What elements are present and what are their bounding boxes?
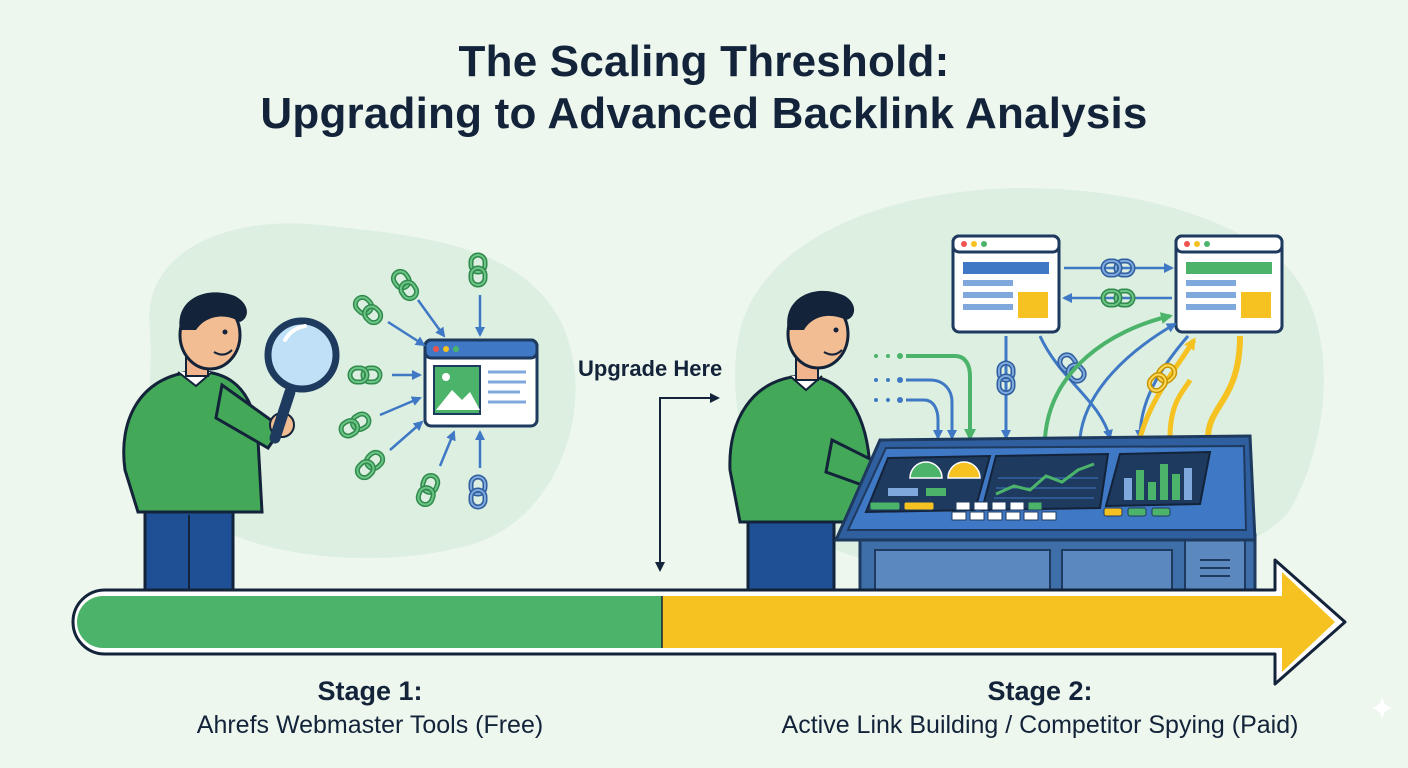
progress-timeline — [71, 558, 1347, 686]
person-operator — [728, 290, 942, 594]
title-line-1: The Scaling Threshold: — [458, 37, 950, 86]
upgrade-indicator — [655, 393, 720, 572]
bar-chart-icon — [1124, 464, 1192, 500]
title-line-2: Upgrading to Advanced Backlink Analysis — [260, 89, 1148, 138]
person-analyst — [122, 292, 295, 594]
stage2-link-network — [874, 261, 1243, 441]
stage-2-description: Active Link Building / Competitor Spying… — [781, 711, 1299, 739]
control-console-icon — [833, 434, 1257, 594]
stage1-backlinks — [339, 255, 485, 507]
page-title: The Scaling Threshold: Upgrading to Adva… — [0, 36, 1408, 140]
magnifier-icon — [264, 317, 340, 444]
upgrade-label: Upgrade Here — [578, 356, 723, 381]
console-keypad — [869, 501, 1171, 521]
stage-1-label: Stage 1: Ahrefs Webmaster Tools (Free) — [110, 674, 630, 742]
stage-1-heading: Stage 1: — [317, 676, 423, 706]
stage2-bar — [662, 572, 1335, 672]
sparkle-icon — [1372, 697, 1392, 719]
browser-window-icon — [423, 338, 539, 428]
stage-1-description: Ahrefs Webmaster Tools (Free) — [196, 711, 544, 739]
gauge-icon — [909, 461, 981, 479]
browser-window-icon — [1174, 234, 1284, 334]
stage-2-label: Stage 2: Active Link Building / Competit… — [720, 674, 1360, 742]
line-chart-icon — [994, 462, 1098, 499]
stage-2-heading: Stage 2: — [987, 676, 1093, 706]
stage1-bar — [77, 596, 662, 648]
browser-window-icon — [951, 234, 1061, 334]
image-icon — [433, 365, 481, 415]
